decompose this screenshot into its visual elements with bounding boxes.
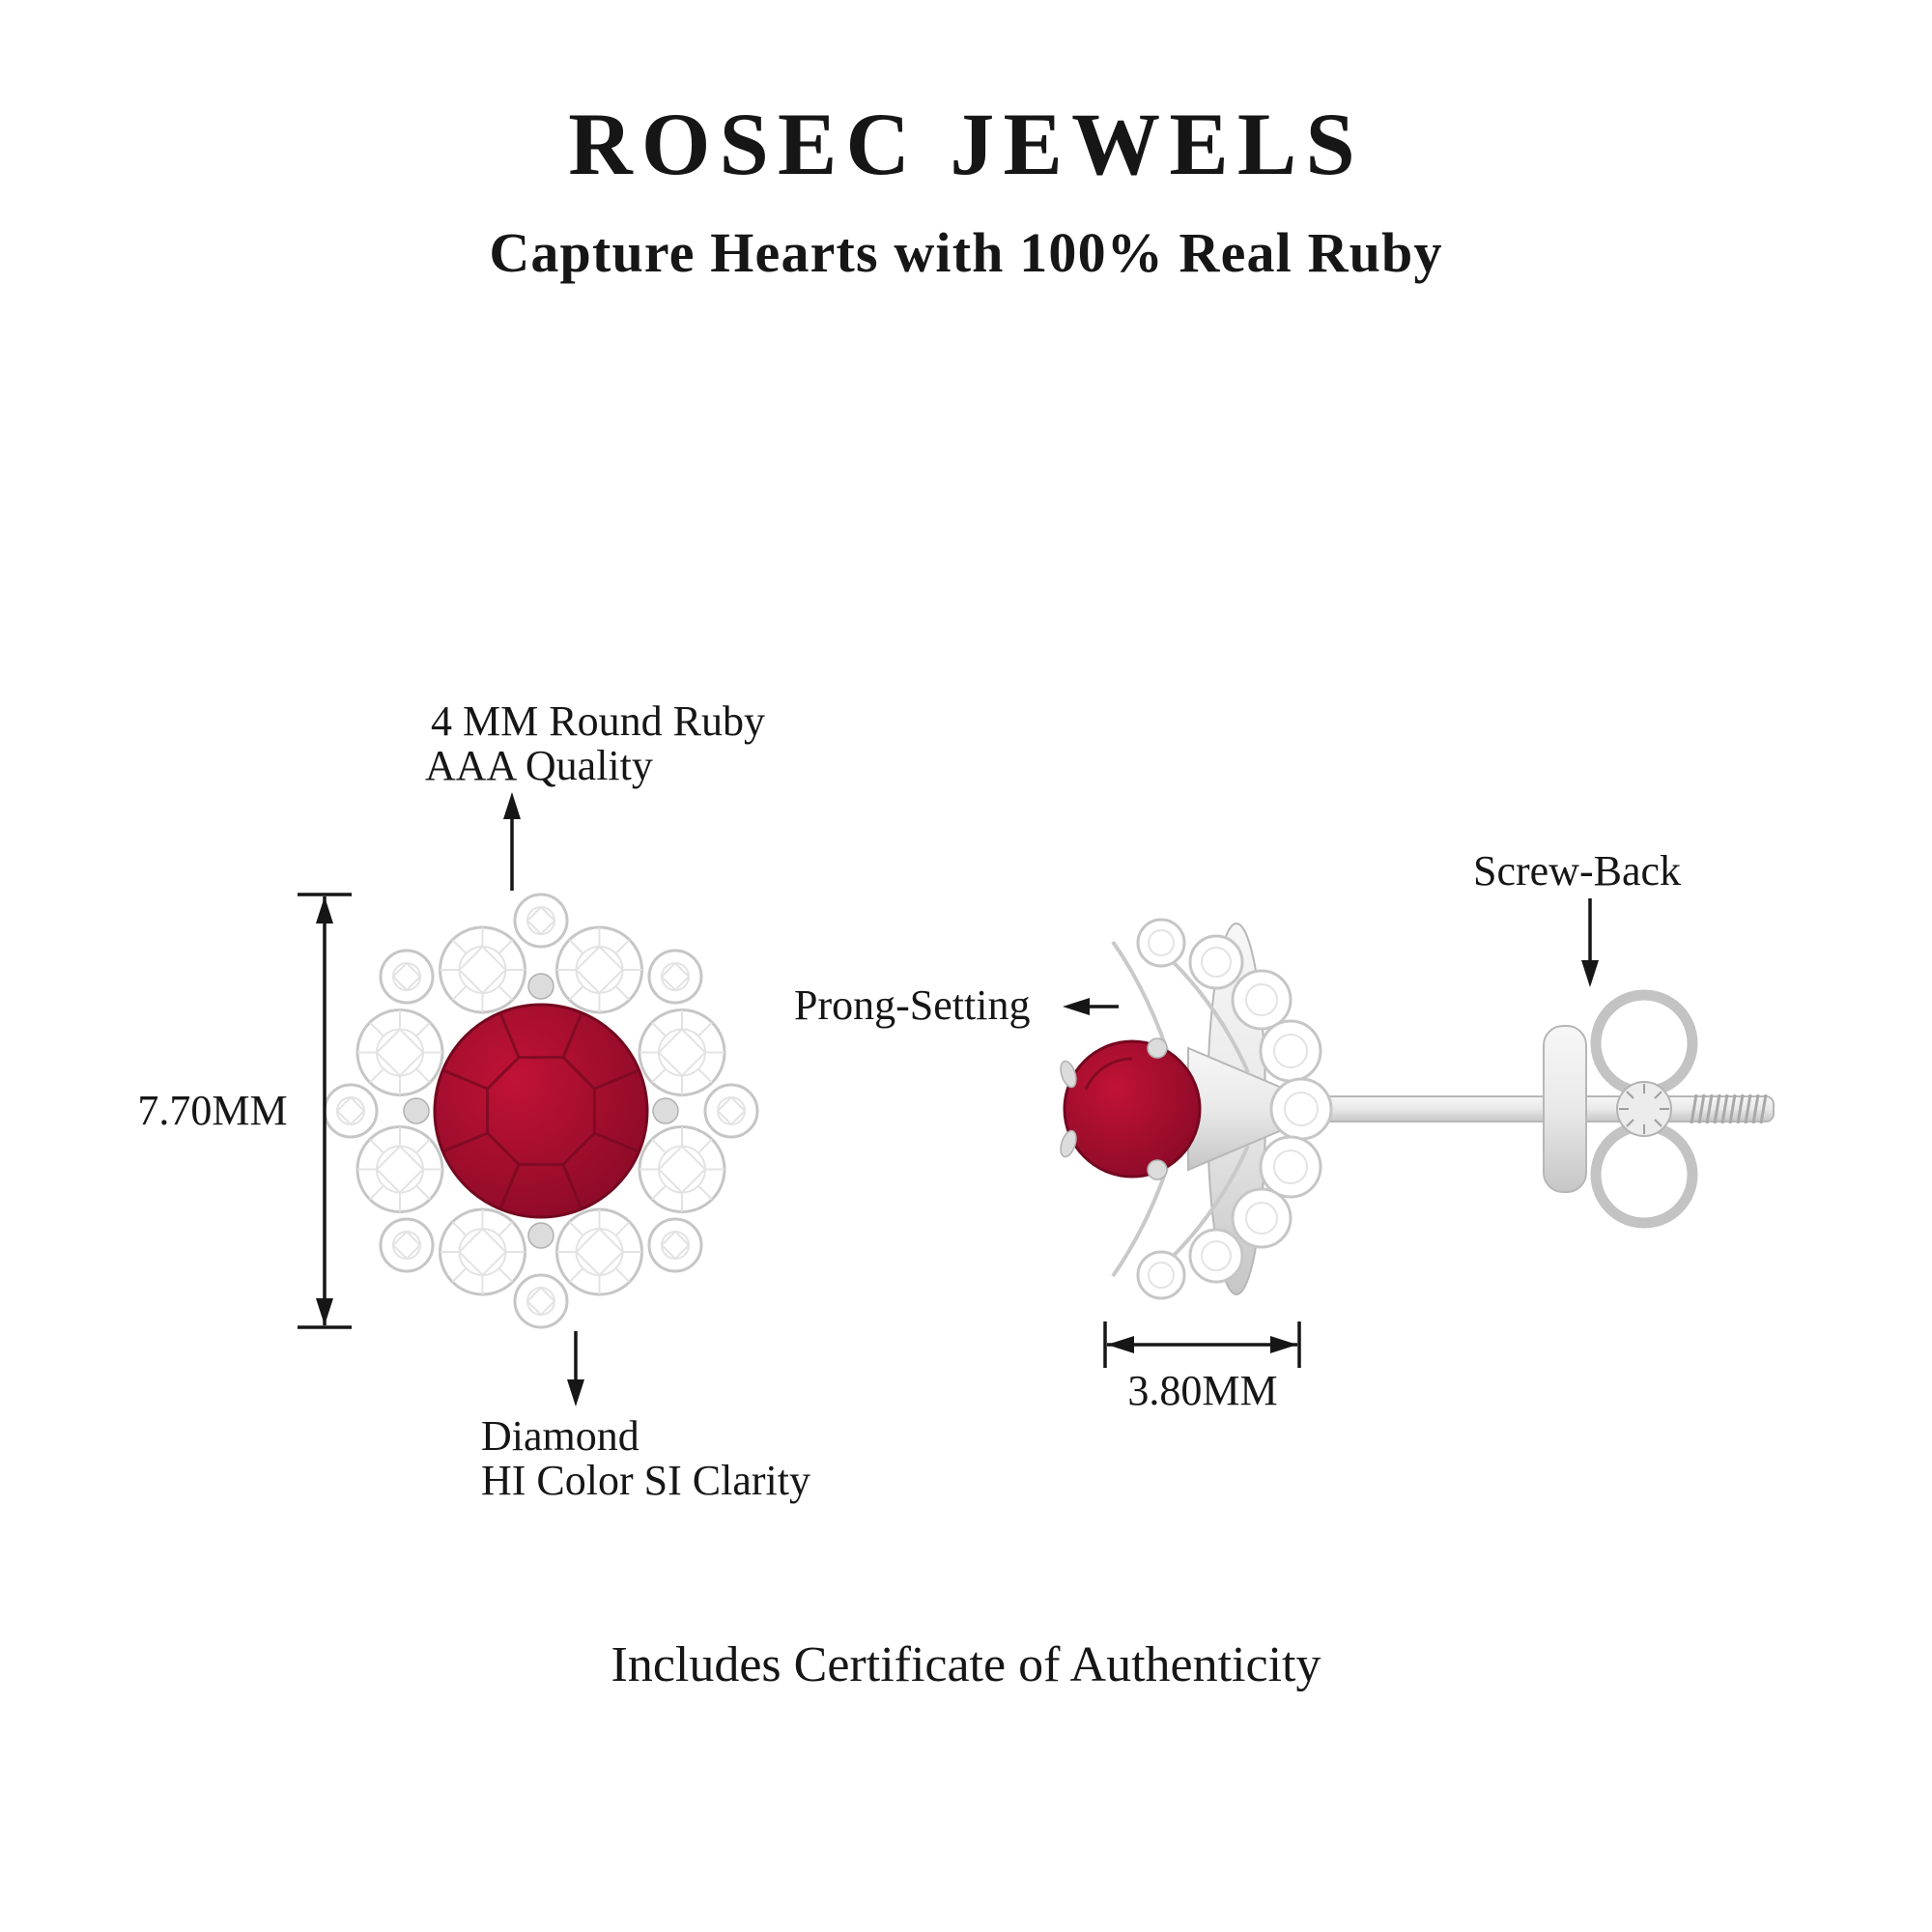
- diamond-callout-line1: Diamond: [481, 1412, 639, 1460]
- brand-title: ROSEC JEWELS: [568, 95, 1364, 193]
- screw-back-arrow: [1581, 898, 1599, 987]
- diamond-callout-line2: HI Color SI Clarity: [481, 1457, 810, 1504]
- screw-back-label: Screw-Back: [1473, 847, 1682, 895]
- ruby-callout-line1: 4 MM Round Ruby: [431, 697, 765, 745]
- certificate-note: Includes Certificate of Authenticity: [611, 1637, 1321, 1692]
- side-earring-illustration: [1060, 918, 1775, 1300]
- ruby-callout-arrow: [503, 792, 521, 891]
- height-dimension-label: 7.70MM: [137, 1087, 288, 1134]
- halo-diamonds-side: [1136, 918, 1333, 1300]
- ruby-gem-front: [433, 1003, 649, 1219]
- prong-setting-label: Prong-Setting: [794, 981, 1031, 1029]
- ruby-gem-side: [1063, 1039, 1202, 1179]
- ruby-callout-line2: AAA Quality: [425, 742, 653, 789]
- screw-thread: [1690, 1094, 1768, 1124]
- width-dimension-label: 3.80MM: [1127, 1367, 1278, 1414]
- prong-setting-arrow: [1063, 998, 1119, 1015]
- prong-tips-side: [1060, 1037, 1168, 1180]
- diamond-callout-arrow: [567, 1331, 584, 1406]
- front-earring-illustration: [323, 893, 759, 1329]
- tagline: Capture Hearts with 100% Real Ruby: [489, 221, 1443, 284]
- screw-back-nut: [1543, 989, 1698, 1229]
- prong-beads-front: [403, 973, 679, 1249]
- height-dimension-line: [298, 893, 352, 1329]
- width-dimension-line: [1103, 1321, 1301, 1368]
